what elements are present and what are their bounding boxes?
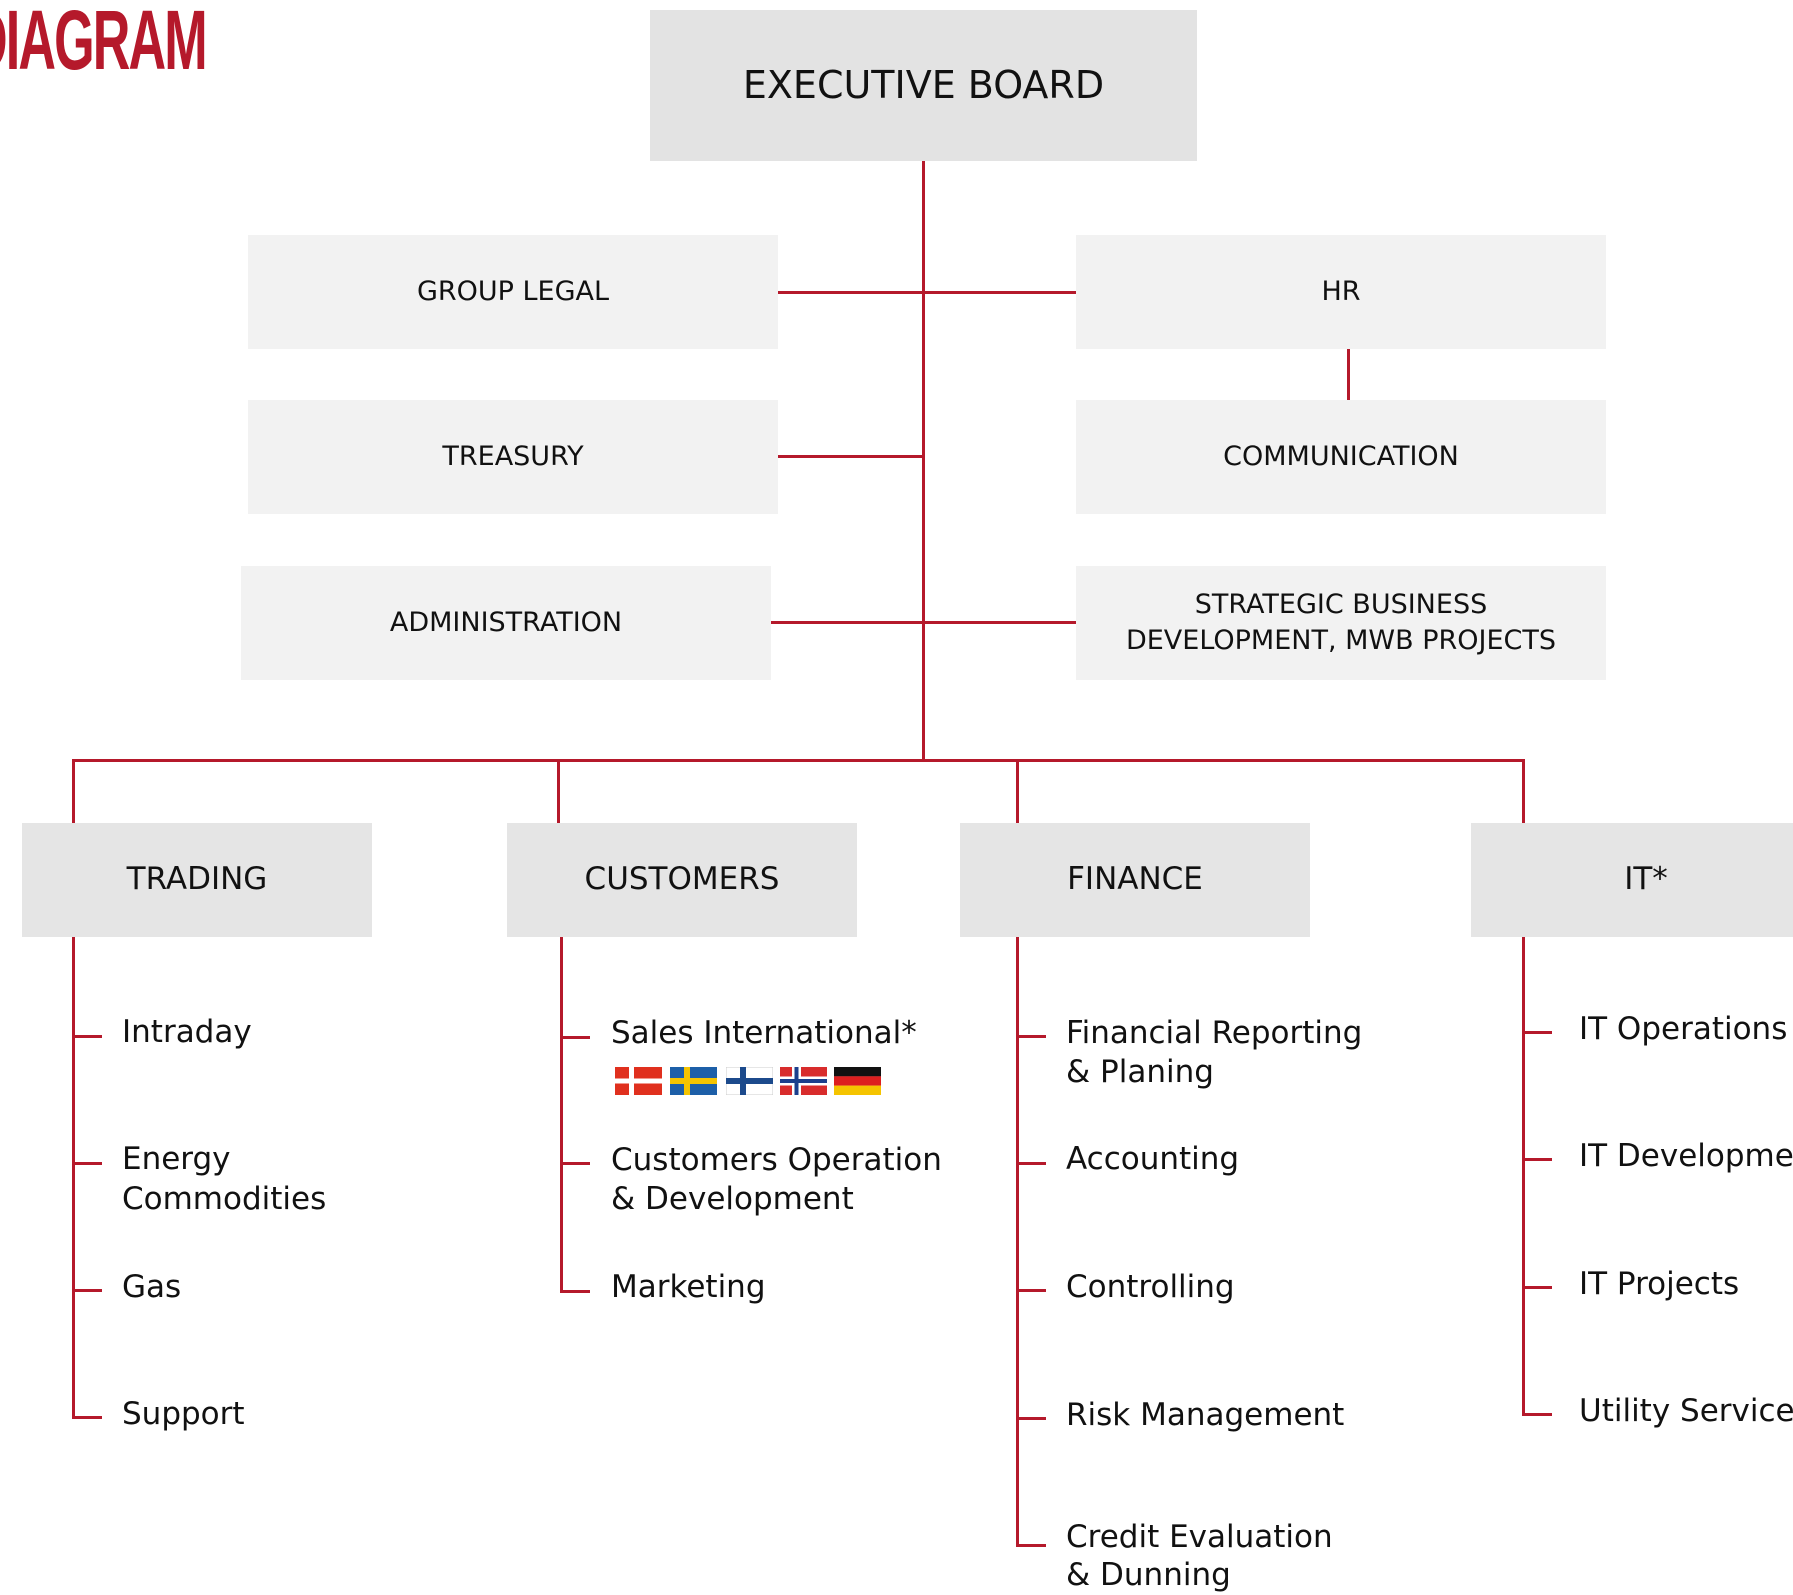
trading-item-intraday: Intraday — [122, 1014, 252, 1050]
germany-flag-icon — [834, 1067, 881, 1095]
executive-board-label: EXECUTIVE BOARD — [742, 62, 1105, 107]
trading-box: TRADING — [22, 823, 372, 937]
sweden-flag-icon — [670, 1067, 717, 1095]
finance-item-credit-evaluation: Credit Evaluation — [1066, 1519, 1333, 1555]
division-bus-line — [72, 759, 1525, 762]
drop-finance — [1016, 759, 1019, 823]
connector-administration-strategic — [771, 621, 1076, 624]
customers-item-operation: Customers Operation — [611, 1142, 942, 1178]
customers-tick — [560, 1036, 590, 1039]
group-legal-box: GROUP LEGAL — [248, 235, 778, 349]
executive-board-box: EXECUTIVE BOARD — [650, 10, 1197, 161]
trading-tick — [72, 1416, 102, 1419]
finance-tick — [1016, 1289, 1046, 1292]
it-tick — [1522, 1158, 1552, 1161]
it-item-projects: IT Projects — [1579, 1266, 1740, 1302]
trading-tick — [72, 1289, 102, 1292]
hr-box: HR — [1076, 235, 1606, 349]
finance-item-controlling: Controlling — [1066, 1269, 1235, 1305]
communication-box: COMMUNICATION — [1076, 400, 1606, 514]
administration-box: ADMINISTRATION — [241, 566, 771, 680]
finance-item-reporting: Financial Reporting — [1066, 1015, 1363, 1051]
trading-item-gas: Gas — [122, 1269, 182, 1305]
customers-item-marketing: Marketing — [611, 1269, 766, 1305]
finance-tick — [1016, 1035, 1046, 1038]
finance-item-planing: & Planing — [1066, 1054, 1214, 1090]
finance-tick — [1016, 1162, 1046, 1165]
finance-sub-line — [1016, 937, 1019, 1547]
finance-item-accounting: Accounting — [1066, 1141, 1240, 1177]
drop-trading — [72, 759, 75, 823]
trading-tick — [72, 1035, 102, 1038]
group-legal-label: GROUP LEGAL — [416, 275, 610, 307]
customers-tick — [560, 1290, 590, 1293]
treasury-label: TREASURY — [442, 440, 584, 472]
connector-group-legal-hr — [778, 291, 1076, 294]
hr-label: HR — [1321, 275, 1361, 307]
trading-item-commodities: Commodities — [122, 1181, 327, 1217]
norway-flag-icon — [780, 1067, 827, 1095]
finance-tick — [1016, 1417, 1046, 1420]
it-item-operations: IT Operations — [1579, 1011, 1788, 1047]
trading-item-energy: Energy — [122, 1141, 231, 1177]
customers-sub-line — [560, 937, 563, 1293]
trading-tick — [72, 1162, 102, 1165]
strategic-box: STRATEGIC BUSINESS DEVELOPMENT, MWB PROJ… — [1076, 566, 1606, 680]
it-label: IT* — [1624, 861, 1668, 898]
trunk-line — [922, 161, 925, 761]
it-sub-line — [1522, 937, 1525, 1415]
diagram-title: DIAGRAM — [0, 0, 208, 87]
it-tick — [1522, 1286, 1552, 1289]
treasury-box: TREASURY — [248, 400, 778, 514]
it-tick — [1522, 1413, 1552, 1416]
strategic-label-line2: DEVELOPMENT, MWB PROJECTS — [1125, 625, 1557, 656]
customers-label: CUSTOMERS — [584, 861, 780, 898]
trading-item-support: Support — [122, 1396, 245, 1432]
finance-box: FINANCE — [960, 823, 1310, 937]
communication-label: COMMUNICATION — [1223, 440, 1459, 472]
finance-label: FINANCE — [1067, 861, 1203, 898]
customers-item-sales-international: Sales International* — [611, 1015, 917, 1051]
customers-tick — [560, 1162, 590, 1165]
drop-it — [1522, 759, 1525, 823]
it-item-development: IT Development — [1579, 1138, 1793, 1174]
finland-flag-icon — [726, 1067, 773, 1095]
connector-treasury — [778, 455, 924, 458]
finance-tick — [1016, 1544, 1046, 1547]
administration-label: ADMINISTRATION — [389, 606, 623, 638]
finance-item-dunning: & Dunning — [1066, 1557, 1231, 1593]
it-item-utility-services: Utility Services — [1579, 1393, 1793, 1429]
trading-label: TRADING — [126, 861, 268, 898]
it-box: IT* — [1471, 823, 1793, 937]
customers-box: CUSTOMERS — [507, 823, 857, 937]
strategic-label-line1: STRATEGIC BUSINESS — [1194, 588, 1488, 620]
it-tick — [1522, 1031, 1552, 1034]
trading-sub-line — [72, 937, 75, 1418]
drop-customers — [557, 759, 560, 823]
customers-item-development: & Development — [611, 1181, 854, 1217]
denmark-flag-icon — [615, 1067, 662, 1095]
connector-hr-communication — [1347, 349, 1350, 400]
finance-item-risk-management: Risk Management — [1066, 1397, 1345, 1433]
